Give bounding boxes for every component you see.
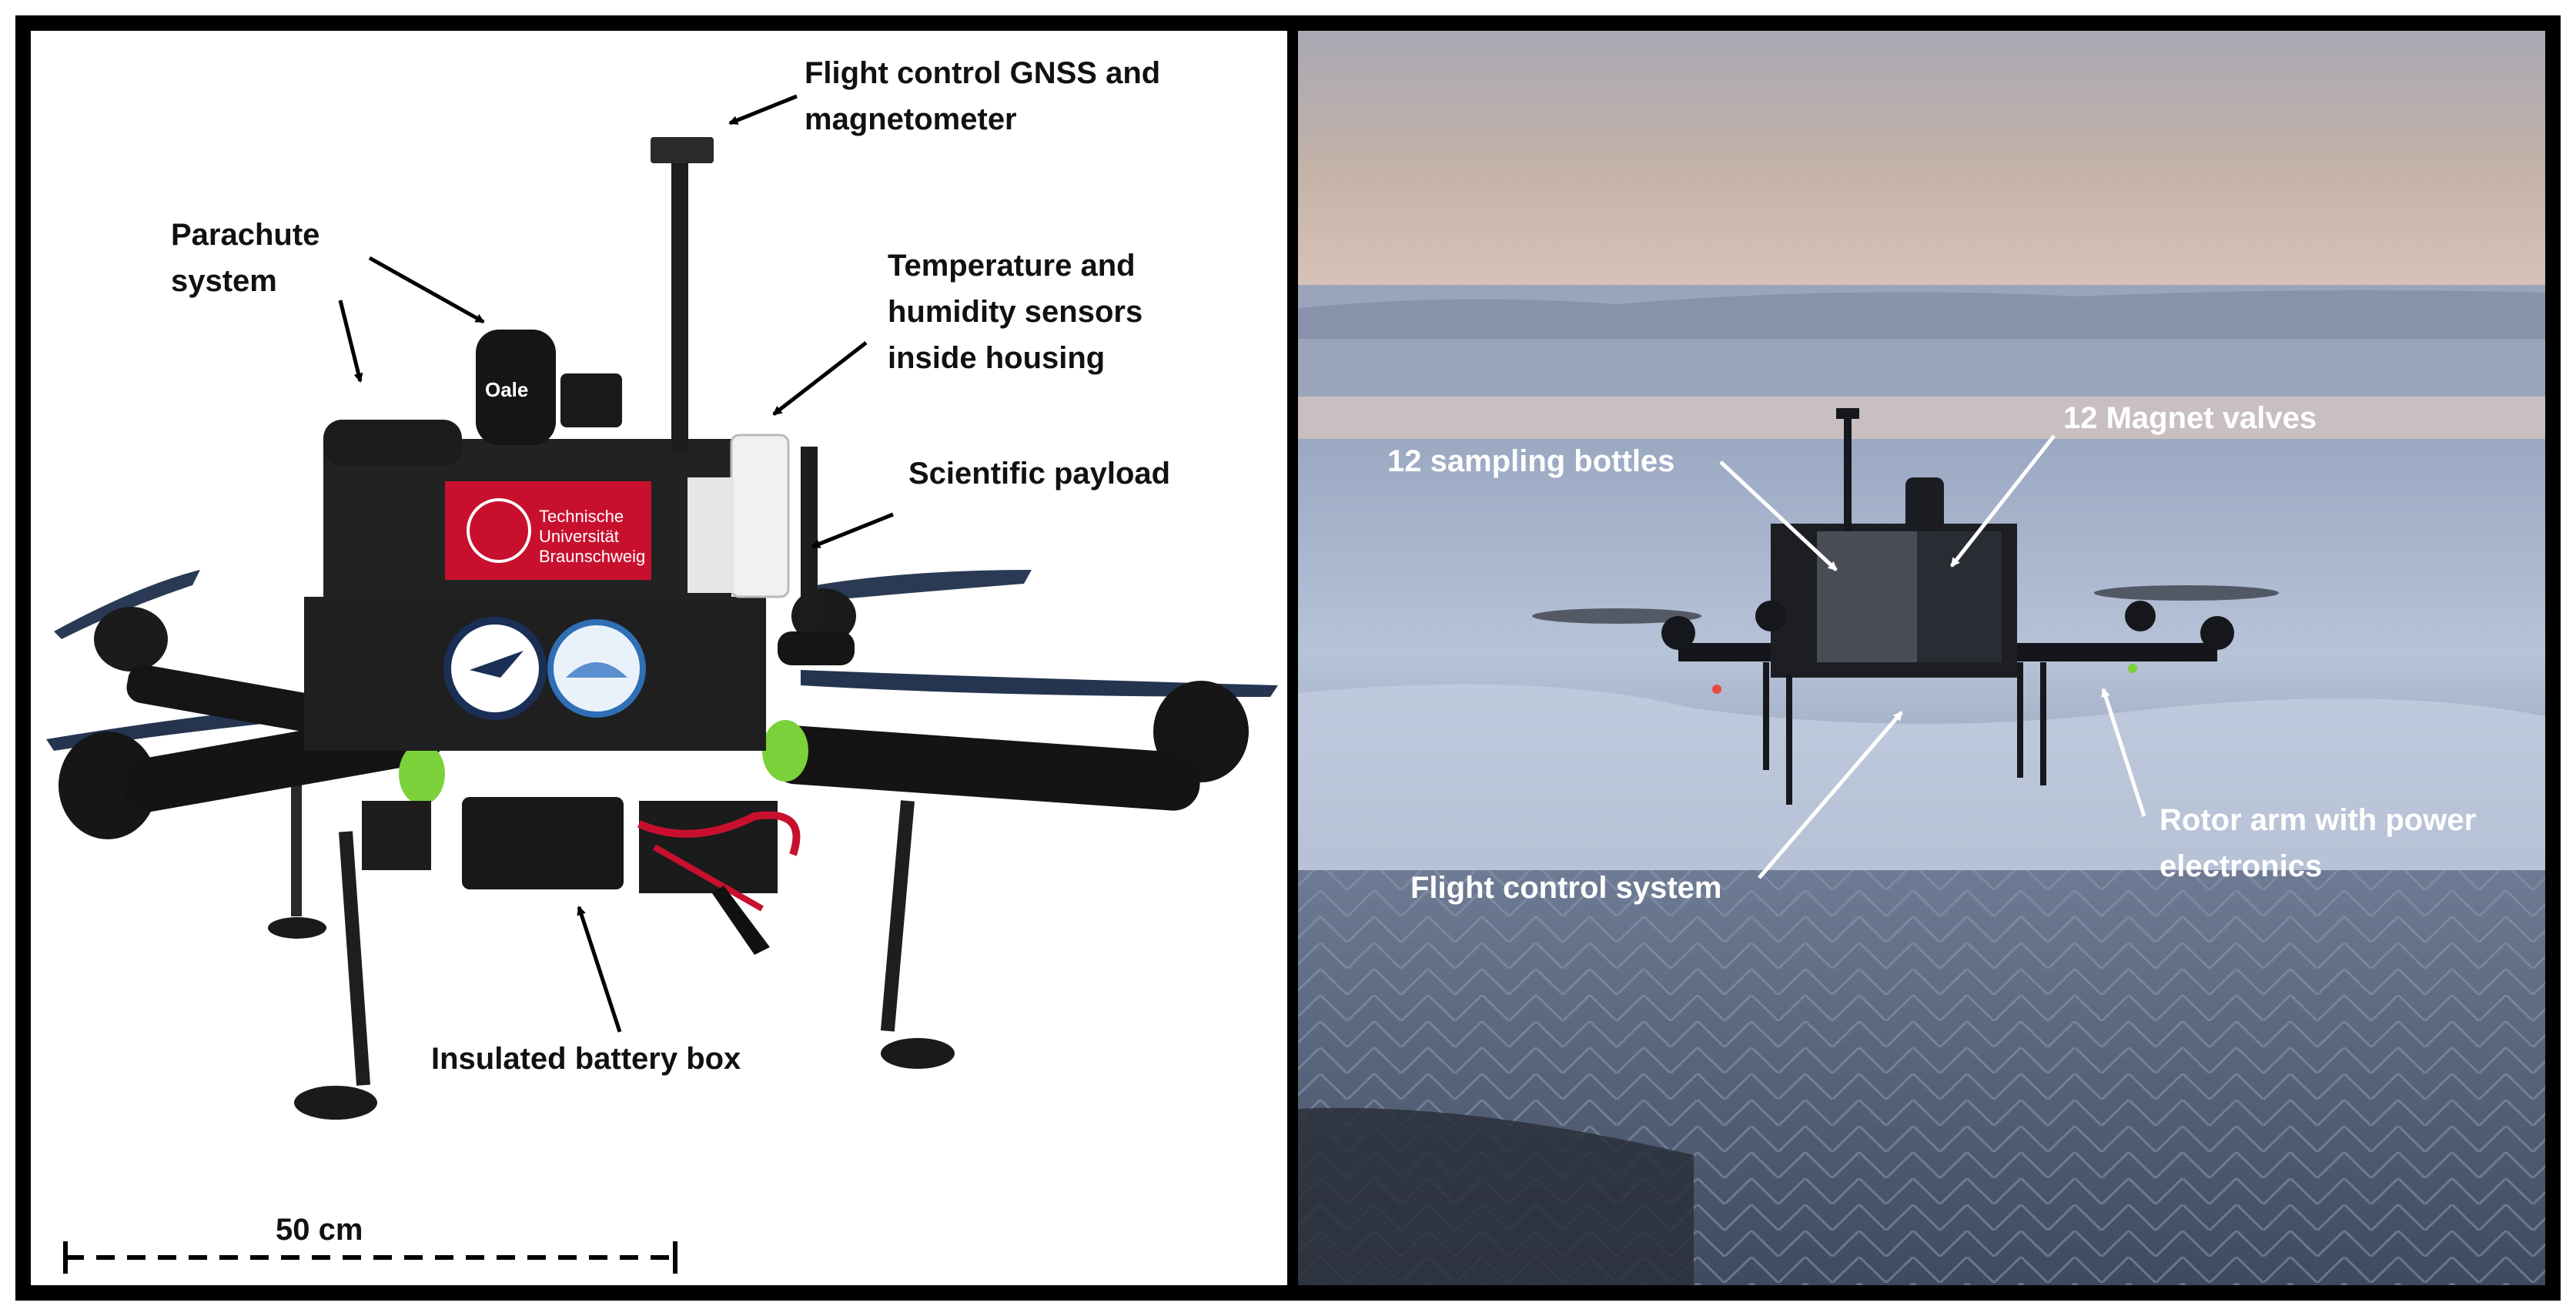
- landing-leg: [880, 800, 915, 1032]
- frozen-lead: [1298, 397, 2545, 439]
- parachute-right: [1905, 477, 1944, 531]
- label-gnss-line-1: Flight control GNSS and: [805, 56, 1160, 90]
- label-temperature-line-2: humidity sensors: [888, 295, 1142, 329]
- scale-label: 50 cm: [276, 1213, 363, 1247]
- propeller: [54, 570, 200, 639]
- label-flight-control-system: Flight control system: [1410, 871, 1722, 905]
- motor: [2125, 601, 2156, 631]
- label-rotor-arm-line-1: Rotor arm with power: [2159, 803, 2476, 837]
- landing-foot: [294, 1086, 377, 1120]
- propeller: [2094, 585, 2279, 601]
- parachute-housing: [323, 420, 462, 466]
- gnss-mast: [671, 154, 688, 454]
- landing-leg: [291, 770, 302, 916]
- battery-cable: [637, 811, 801, 856]
- university-crest: [467, 498, 531, 563]
- ice-floes: [1298, 684, 2545, 870]
- arrow-battery: [577, 906, 622, 1033]
- label-temperature-line-3: inside housing: [888, 341, 1105, 375]
- battery-cable: [653, 844, 764, 912]
- gnss-mast-right: [1844, 416, 1852, 531]
- arrow-parachute-housing: [338, 300, 363, 383]
- nav-light-red: [1712, 685, 1721, 694]
- battery-box-side: [362, 801, 431, 870]
- scale-bar: 50 cm: [63, 1213, 677, 1274]
- bottle-rack: [1817, 531, 1917, 662]
- valve-block: [1917, 531, 2002, 662]
- sticker-graphic: [470, 651, 524, 678]
- propeller: [1532, 608, 1701, 624]
- drone-photo-left: Oale Technische Universität Braunschweig: [46, 137, 1278, 1120]
- sky: [1298, 31, 2545, 285]
- sticker-graphic: [566, 662, 627, 678]
- dark-tarp: [1298, 1107, 1694, 1285]
- landing-leg: [1763, 662, 1769, 770]
- nav-light-green: [2128, 664, 2137, 673]
- canister-brand: Oale: [485, 378, 528, 401]
- rotor-arm: [778, 631, 855, 665]
- battery-box: [462, 797, 624, 889]
- sign-line-3: Braunschweig: [539, 547, 645, 566]
- payload-mast: [801, 447, 818, 631]
- label-temperature-line-1: Temperature and: [888, 249, 1136, 283]
- label-magnet-valves: 12 Magnet valves: [2063, 401, 2317, 435]
- label-gnss-line-2: magnetometer: [805, 102, 1017, 136]
- parachute-canister: [476, 330, 556, 445]
- arm-ring: [399, 743, 445, 805]
- arrow-payload: [811, 512, 894, 549]
- motor: [2200, 616, 2234, 650]
- arrow-magnet-valves: [1950, 434, 2056, 568]
- panel-divider: [1287, 31, 1298, 1285]
- rotor-arm: [126, 665, 326, 733]
- landing-leg: [2017, 662, 2023, 778]
- ice-ridge: [1298, 290, 2545, 339]
- label-battery-box: Insulated battery box: [431, 1042, 741, 1076]
- motor: [59, 732, 157, 839]
- landing-leg: [2040, 662, 2046, 785]
- arrow-sampling-bottles: [1719, 460, 1838, 571]
- left-panel: Oale Technische Universität Braunschweig: [31, 31, 1287, 1285]
- sign-line-2: Universität: [539, 527, 619, 546]
- label-scientific-payload: Scientific payload: [908, 457, 1170, 491]
- motor: [1755, 601, 1786, 631]
- sensor-housing: [730, 434, 790, 598]
- sign-line-1: Technische: [539, 507, 624, 526]
- propeller: [801, 670, 1278, 697]
- label-sampling-bottles: 12 sampling bottles: [1387, 444, 1674, 478]
- label-parachute-line-1: Parachute: [171, 218, 319, 252]
- arm-ring: [762, 720, 808, 782]
- arrow-gnss: [728, 94, 798, 126]
- battery-connector: [712, 886, 770, 955]
- gnss-unit-right: [1836, 408, 1859, 419]
- right-panel: 12 sampling bottles 12 Magnet valves Fli…: [1298, 31, 2545, 1285]
- arrow-rotor-arm: [2101, 688, 2146, 817]
- landing-leg: [339, 831, 370, 1086]
- arrow-temperature: [772, 341, 868, 416]
- arrow-parachute-canister: [368, 256, 485, 324]
- motor: [94, 607, 168, 671]
- camera-box: [560, 373, 622, 427]
- arrow-flight-control: [1758, 711, 1903, 879]
- gnss-unit: [651, 137, 714, 163]
- landing-foot: [268, 917, 326, 939]
- label-parachute-line-2: system: [171, 264, 277, 298]
- label-rotor-arm-line-2: electronics: [2159, 849, 2322, 883]
- landing-leg: [1786, 674, 1792, 805]
- rotor-arm: [769, 725, 1200, 811]
- propeller: [816, 570, 1032, 601]
- landing-foot: [881, 1038, 955, 1069]
- university-sign: [445, 481, 651, 580]
- sensor-clamp: [687, 477, 734, 593]
- motor: [1661, 616, 1695, 650]
